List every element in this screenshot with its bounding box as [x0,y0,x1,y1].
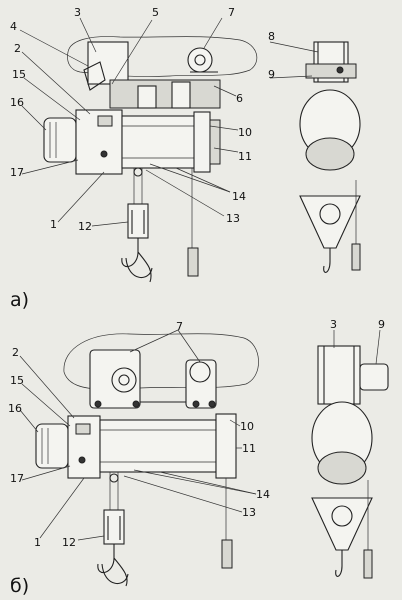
label-b-13: 13 [242,506,256,519]
motor-a [43,117,77,163]
label-b-10: 10 [240,420,254,433]
label-b-11: 11 [242,442,256,455]
side-block-b [311,497,373,551]
figure-b [19,329,389,587]
labels-figure-a: 4 3 5 7 8 2 15 9 6 16 10 11 17 14 1 12 1… [10,6,275,311]
label-a-14: 14 [232,190,246,203]
label-a-15: 15 [12,68,26,81]
label-a-11: 11 [238,150,252,163]
trolley-wheel-a [187,47,213,73]
leader-lines-b [19,329,381,541]
label-b-3: 3 [330,318,337,331]
control-pendant-b [221,539,233,569]
drum-a [121,115,207,169]
label-b-14: 14 [256,488,270,501]
control-pendant-a [187,247,199,277]
label-b-15: 15 [10,374,24,387]
leader-lines-a [19,17,319,227]
label-a-7: 7 [228,6,235,19]
trolley-cross-beam-a [109,79,221,109]
label-a-5: 5 [152,6,159,19]
label-a-16: 16 [10,96,24,109]
hook-b [97,544,128,587]
label-a-2: 2 [14,42,21,55]
hook-a [121,238,152,283]
label-b-7: 7 [176,320,183,333]
rail-outline-a [67,36,258,77]
label-a-6: 6 [236,92,243,105]
caption-b: б) [10,575,29,597]
side-block-a [299,195,361,249]
limit-switch-a [193,111,211,173]
drum-b [99,419,217,473]
label-b-17: 17 [10,472,24,485]
label-b-9: 9 [378,318,385,331]
label-a-17: 17 [10,166,24,179]
limit-switch-b [215,413,237,479]
label-b-12: 12 [62,536,76,549]
hook-block-b [103,509,125,545]
label-a-13: 13 [226,212,240,225]
label-a-10: 10 [238,126,252,139]
motor-b [35,423,69,469]
brake-a [83,61,106,91]
label-a-1: 1 [50,218,57,231]
label-a-12: 12 [78,220,92,233]
label-a-3: 3 [74,6,81,19]
label-a-8: 8 [268,30,275,43]
label-a-4: 4 [10,20,17,33]
label-b-2: 2 [12,346,19,359]
figure-a [19,17,361,283]
label-b-1: 1 [34,536,41,549]
labels-figure-b: 7 3 9 2 15 16 10 11 17 14 13 1 12 б) [8,318,385,597]
label-a-9: 9 [268,68,275,81]
label-b-16: 16 [8,402,22,415]
hook-block-a [127,203,149,239]
side-trolley-b [317,345,361,405]
caption-a: а) [10,289,29,311]
